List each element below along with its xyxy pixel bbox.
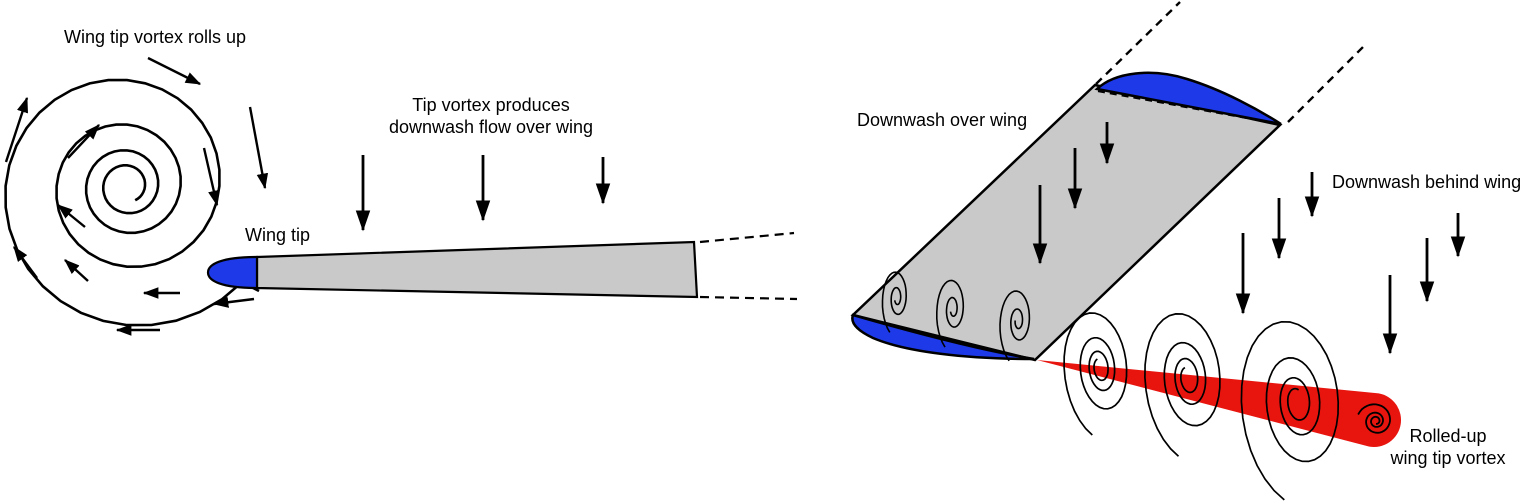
downwash-behind-wing-label: Downwash behind wing [1332,172,1522,192]
right-perspective-wing-group [850,1,1466,501]
rotation-arrow [202,147,220,207]
wingtip-vortex-spiral [4,78,243,327]
wing-tip-cap [206,255,259,290]
wing-cut-dash-bottom [699,295,798,301]
rotation-arrow [13,246,38,279]
rotation-arrow [147,56,202,86]
root-airfoil-section [1094,71,1282,126]
vortex-rotation-arrows [4,56,269,336]
downwash-over-wing-arrows [1032,122,1115,265]
trailing-spiral [1144,313,1221,457]
rotation-arrow [57,204,86,228]
rollup-label: Wing tip vortex rolls up [64,27,247,47]
vortex-core-end-spiral [1357,403,1391,434]
trailing-spiral [1063,312,1128,436]
rolled-up-vortex-label: Rolled-up wing tip vortex [1360,425,1536,469]
sheet-spiral [999,290,1031,362]
downwash-over-wing-label: Downwash over wing [857,110,1028,130]
downwash-behind-wing-arrows [1235,172,1466,355]
tip-vortex-downwash-label-line1: Tip vortex produces [412,95,570,115]
freestream-dash-left [1095,1,1181,85]
downwash-over-planform-arrows [355,155,611,232]
rotation-arrow [212,296,255,308]
sheet-spiral [936,279,965,348]
rotation-arrow [248,106,269,190]
wing-cut-dash-top [699,231,795,244]
tip-vortex-downwash-label: Tip vortex produces downwash flow over w… [355,94,627,138]
vortex-sheet-spirals [881,271,1031,362]
rotation-arrow [64,259,89,282]
wing-planform [255,240,699,299]
wingtip-label: Wing tip [245,225,311,245]
tip-vortex-downwash-label-line2: downwash flow over wing [388,117,594,137]
rotation-arrow [4,96,29,163]
tip-airfoil-section [851,313,1035,361]
rolled-up-vortex-label-line2: wing tip vortex [1390,448,1506,468]
trailing-vortex-spirals [1063,312,1391,501]
tip-vortex-core [1037,360,1402,448]
rotation-arrow [67,124,100,159]
left-vortex-rollup-group [4,56,798,336]
sheet-spiral [881,271,908,333]
trailing-spiral [1240,320,1340,501]
freestream-dash-right [1287,42,1368,123]
rolled-up-vortex-label-line1: Rolled-up [1409,426,1487,446]
root-airfoil-chord-dash [1097,89,1281,126]
